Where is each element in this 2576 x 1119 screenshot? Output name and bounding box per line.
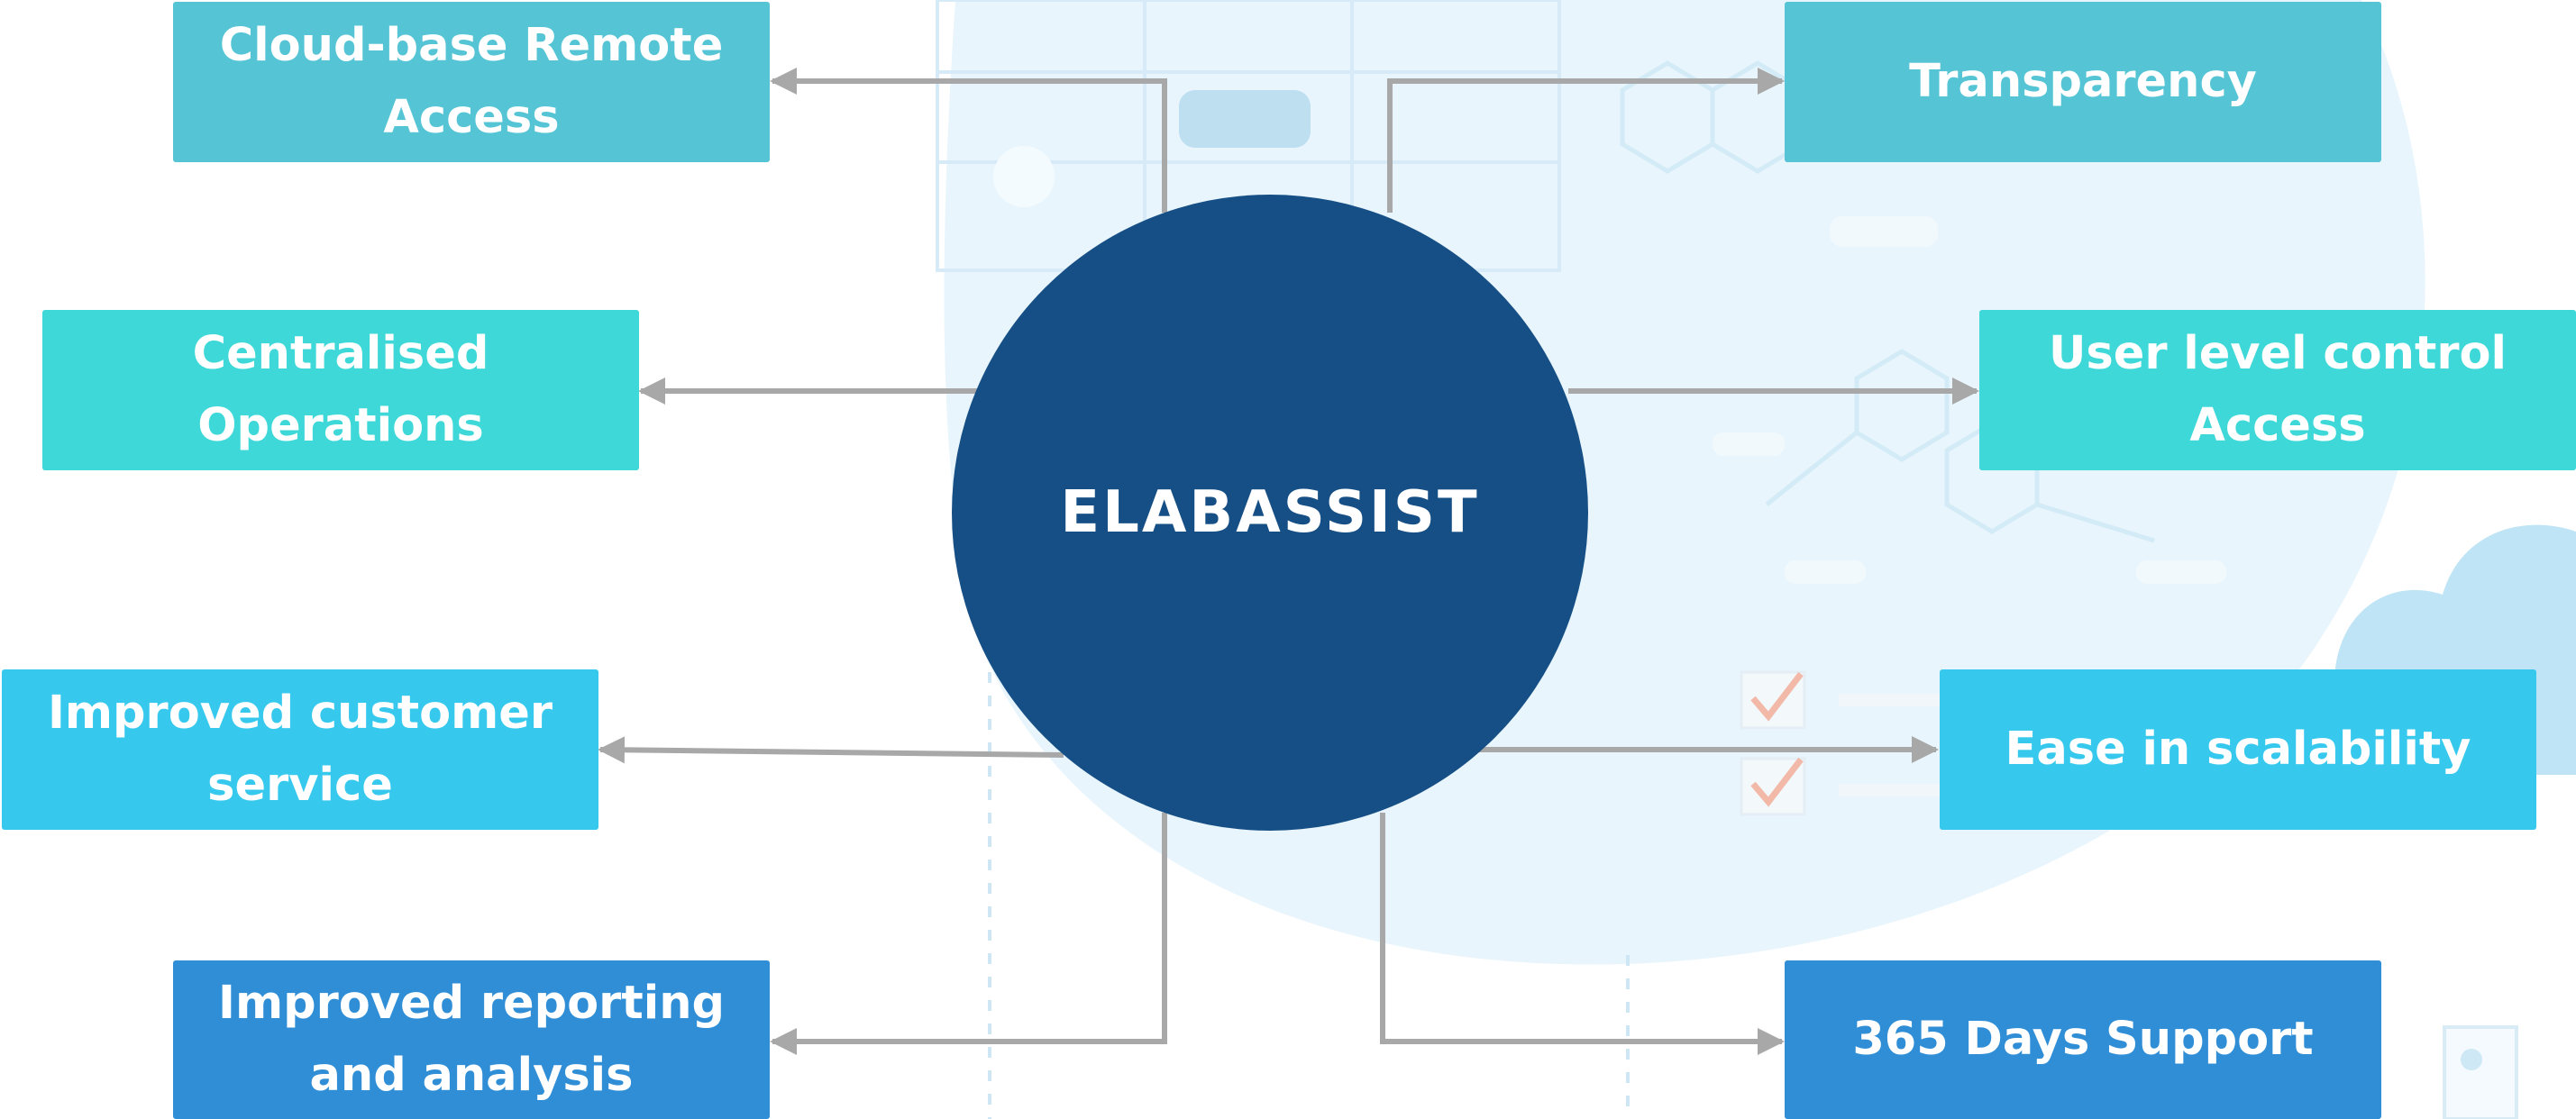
node-label: Cloud-base Remote Access (219, 19, 724, 144)
node-cloud-remote-access: Cloud-base Remote Access (173, 2, 770, 162)
connector-cloud (770, 68, 1167, 213)
node-label: Ease in scalability (2005, 723, 2471, 776)
node-label: User level control Access (2048, 327, 2507, 452)
connector-support (1380, 813, 1785, 1055)
node-label: Transparency (1909, 55, 2257, 108)
background-device (2443, 1025, 2518, 1119)
center-node-label: ELABASSIST (1060, 479, 1480, 546)
node-365-days-support: 365 Days Support (1785, 960, 2381, 1119)
center-node-elabassist: ELABASSIST (952, 195, 1588, 831)
node-centralised-operations: Centralised Operations (42, 310, 639, 470)
background-dashed-lines (988, 649, 1630, 1119)
node-label: 365 Days Support (1852, 1013, 2314, 1066)
background-pill (1179, 90, 1311, 148)
node-transparency: Transparency (1785, 2, 2381, 162)
node-user-level-control: User level control Access (1979, 310, 2576, 470)
node-label: Centralised Operations (192, 327, 489, 452)
node-label: Improved customer service (47, 687, 553, 812)
node-ease-in-scalability: Ease in scalability (1940, 669, 2536, 830)
background-pills-light (1713, 216, 2226, 584)
connector-reporting (770, 813, 1167, 1055)
background-checklist (1740, 670, 1956, 816)
connector-transparency (1387, 68, 1785, 213)
connector-customer-service (598, 736, 1064, 764)
node-improved-reporting: Improved reporting and analysis (173, 960, 770, 1119)
background-dot (993, 146, 1055, 207)
node-improved-customer-service: Improved customer service (2, 669, 598, 830)
node-label: Improved reporting and analysis (217, 977, 726, 1102)
